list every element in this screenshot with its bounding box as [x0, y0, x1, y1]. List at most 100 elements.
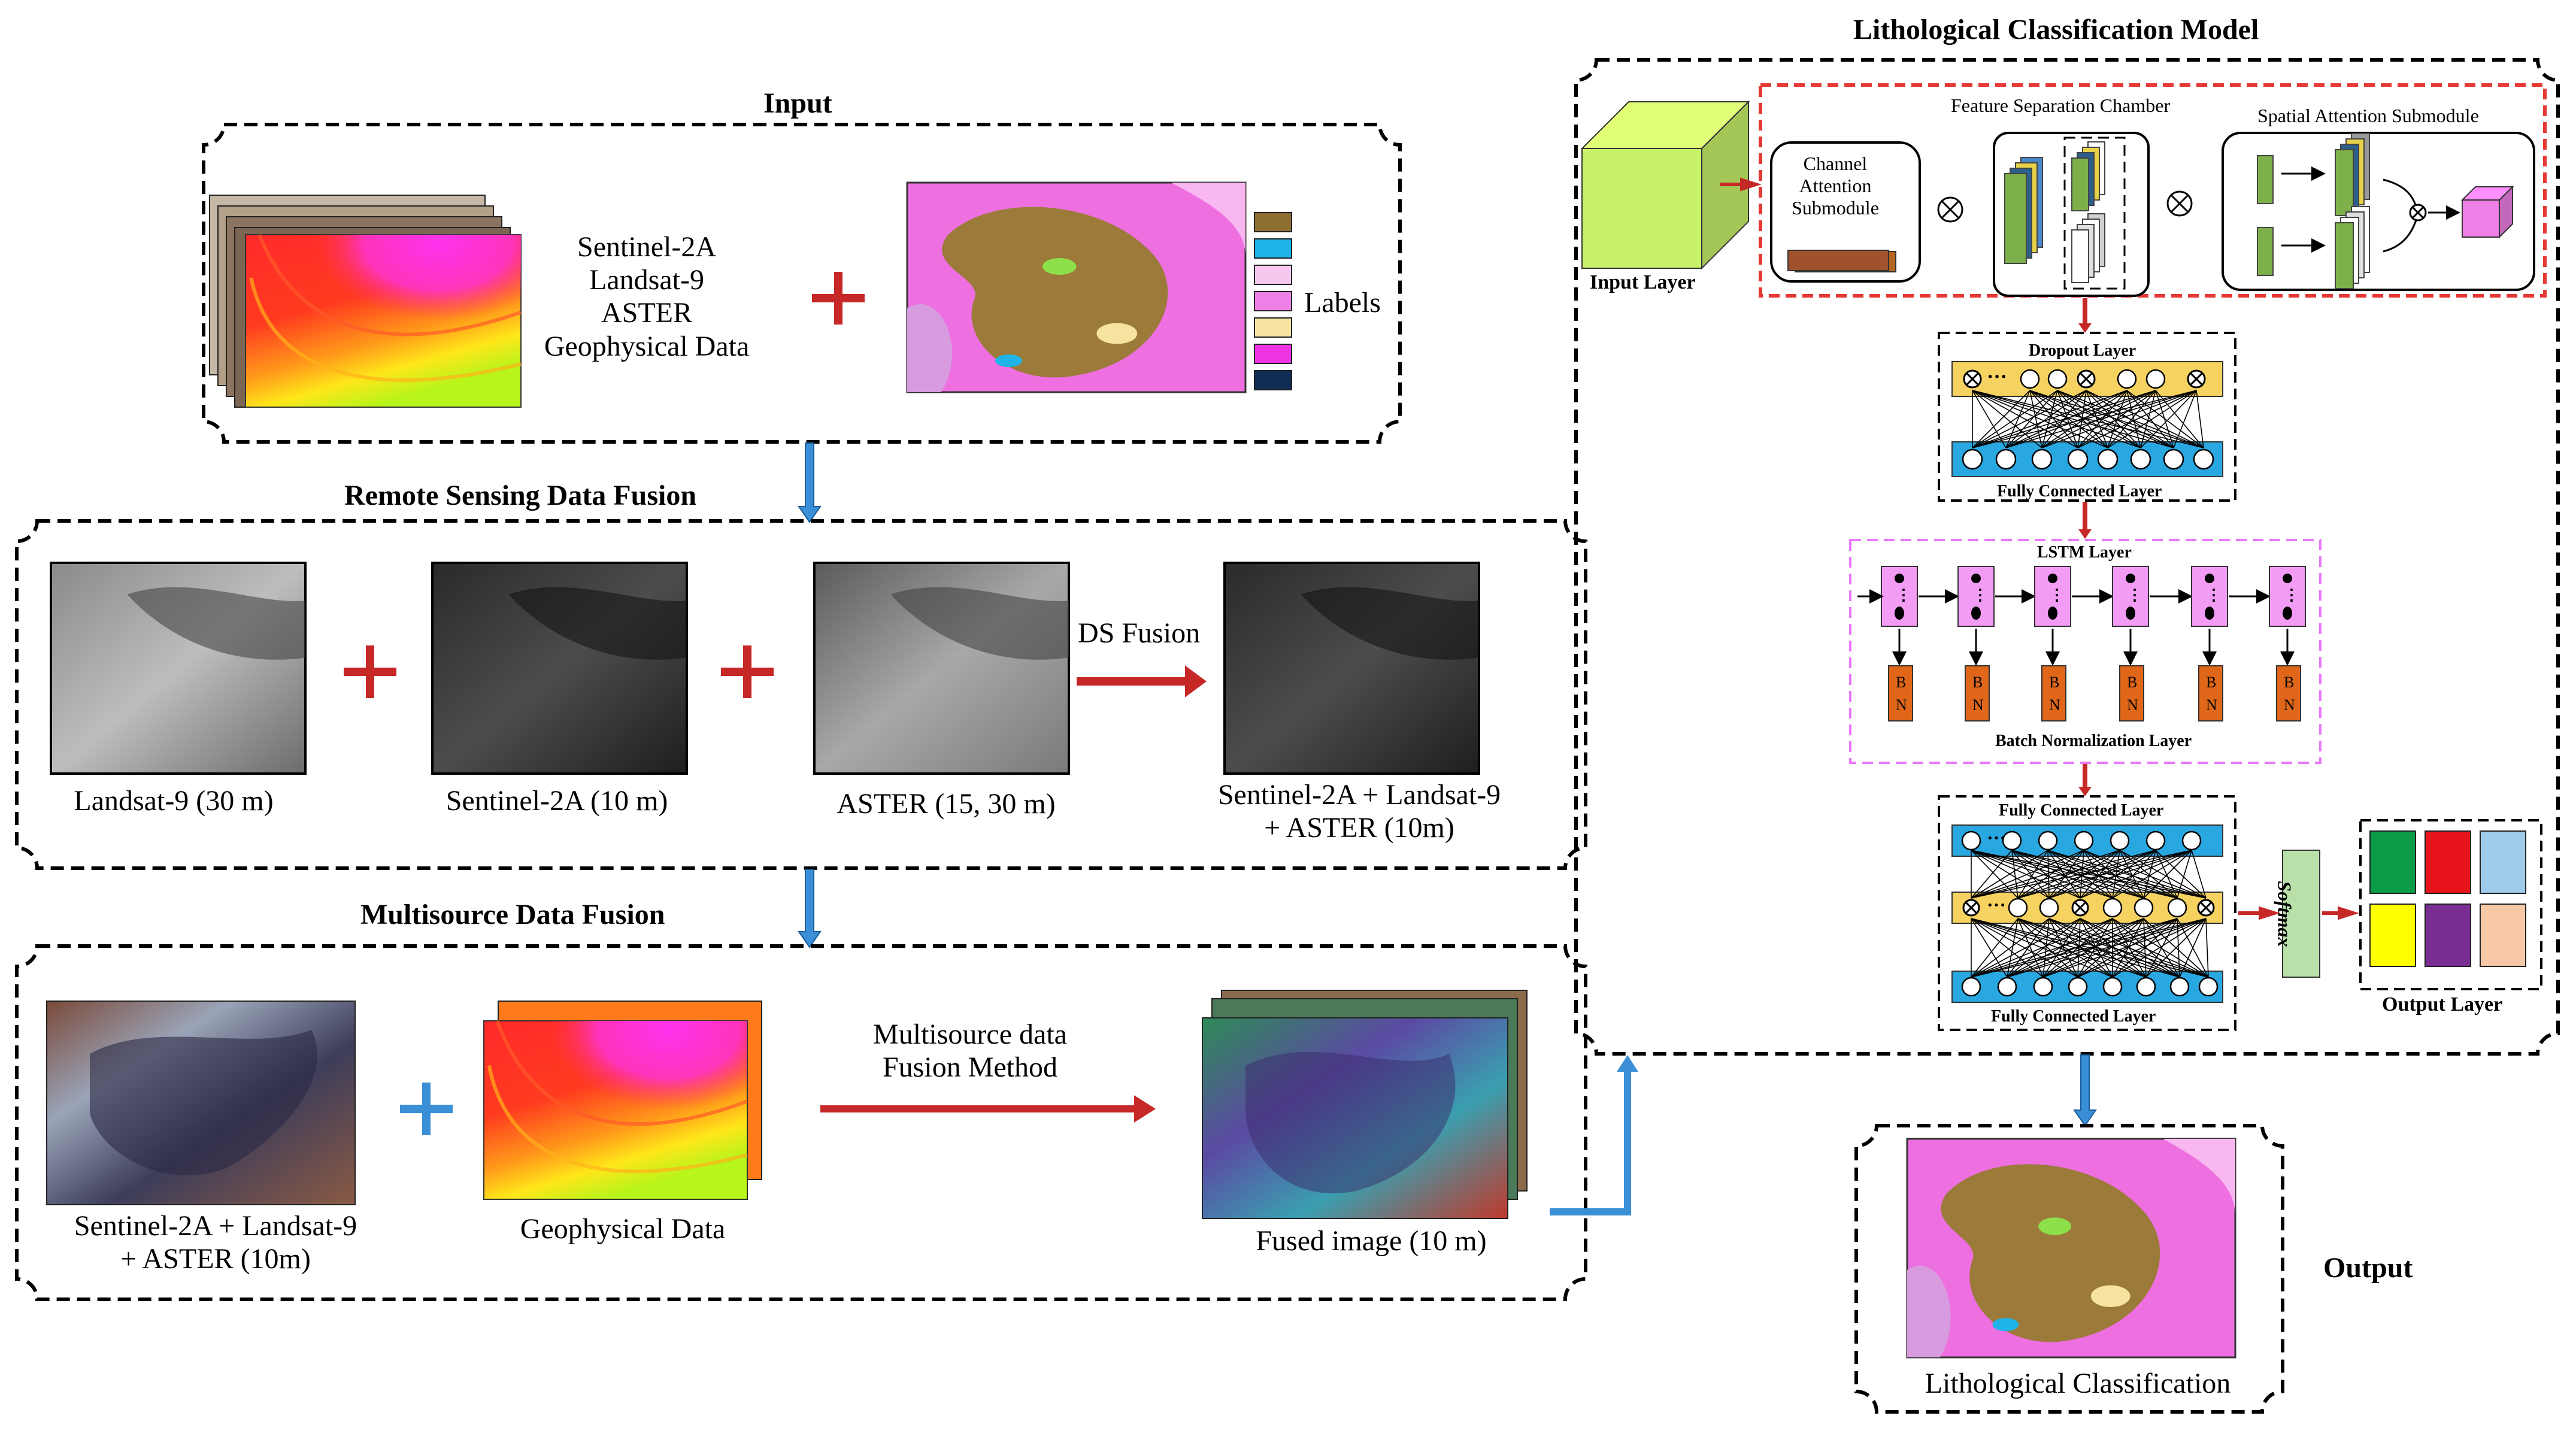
legend-swatch — [1254, 370, 1292, 390]
fusion-method-line: Multisource data — [873, 1018, 1067, 1050]
legend-swatch — [1254, 344, 1292, 364]
lstm-cell-dot — [2048, 574, 2057, 583]
channel-attention-label: Channel Attention Submodule — [1769, 153, 1901, 219]
otimes-cross — [2411, 206, 2425, 219]
lstm-cell-dot — [2126, 607, 2135, 620]
cube-front — [1581, 148, 1702, 269]
model-title: Lithological Classification Model — [1853, 14, 2259, 46]
fc-connection — [1971, 850, 2144, 899]
fc-connection — [1971, 918, 2019, 978]
input-heatmap — [245, 234, 522, 408]
dropout-node — [2102, 898, 2123, 918]
fc-node-bottom — [1997, 977, 2017, 997]
fusion-method-label: Multisource data Fusion Method — [826, 1018, 1114, 1084]
channel-attn-line: Attention — [1799, 174, 1872, 196]
arrow-softmax-to-output — [2322, 906, 2359, 920]
rs-image-caption-sentinel: Sentinel-2A (10 m) — [446, 785, 668, 817]
arrow-rs-to-ms — [798, 869, 822, 948]
map-region-cyan — [995, 354, 1023, 367]
arrow-input-to-rs — [798, 442, 822, 523]
feature-slice — [2335, 149, 2354, 216]
bn-letter: B — [1896, 674, 1906, 691]
fc-connection — [2048, 918, 2147, 978]
fc-node — [1962, 448, 1983, 470]
fc-connection — [2017, 918, 2147, 978]
ds-fusion-arrow — [1077, 665, 1207, 698]
rs-image-sentinel — [431, 562, 688, 775]
fc-node — [2163, 448, 2184, 470]
map-region-pink — [907, 304, 952, 392]
fc-node-bottom — [2033, 977, 2053, 997]
dropout-connection — [2086, 390, 2141, 448]
feature-slice — [2257, 227, 2274, 276]
connector-ms-to-model — [1550, 1067, 1631, 1215]
feature-stack-upper — [2071, 141, 2105, 211]
arrow-feature-to-dropout — [2078, 298, 2092, 333]
input-frame — [202, 123, 1402, 444]
image-texture — [890, 587, 1069, 660]
spatial-attention-box — [2222, 132, 2535, 291]
fc-connection — [2042, 918, 2050, 978]
input-plus — [812, 272, 865, 325]
dropout-connection — [2005, 390, 2087, 448]
spatial-input-lower — [2257, 227, 2274, 276]
fc-connection — [2143, 850, 2192, 899]
rs-plus-1 — [344, 645, 396, 698]
dropout-connection — [1972, 390, 2197, 448]
heatmap-contour — [487, 1065, 748, 1174]
fc-connection — [2017, 850, 2192, 899]
lstm-cell-dot — [1895, 607, 1904, 620]
input-source: Sentinel-2A — [577, 231, 716, 263]
fc-connection — [2048, 918, 2078, 978]
softmax-label: Softmax — [2274, 881, 2296, 947]
fc-connection — [2017, 850, 2120, 899]
fc-connection — [1971, 850, 2113, 899]
map-region-light — [2163, 1139, 2235, 1215]
connector-arrowhead — [1617, 1055, 1638, 1072]
fc-connection — [2179, 918, 2207, 978]
dropout-node-dropped — [2077, 369, 2096, 389]
otimes-cross — [1965, 901, 1978, 914]
dropout-connection — [2029, 390, 2042, 448]
ms-image-caption: Sentinel-2A + Landsat-9 + ASTER (10m) — [30, 1209, 401, 1275]
fc-node — [2130, 448, 2151, 470]
dropout-connection — [1972, 390, 2007, 448]
fc-connection — [2112, 918, 2209, 978]
feature-chamber-frame — [1759, 83, 2547, 298]
fc-node-bottom — [2102, 977, 2123, 997]
dropout-block-frame — [1938, 332, 2236, 502]
fc-ellipsis: ··· — [1987, 827, 2006, 848]
output-class-swatch — [2480, 830, 2526, 894]
dropout-connection — [2107, 390, 2197, 448]
ms-fusion-title: Multisource Data Fusion — [360, 899, 665, 930]
fc-connection — [2080, 918, 2147, 978]
otimes-cross — [2080, 372, 2093, 386]
feature-chamber-label: Feature Separation Chamber — [1951, 95, 2171, 116]
rs-image-aster — [813, 562, 1070, 775]
bn-cell — [2276, 665, 2301, 721]
dropout-connection — [2086, 390, 2108, 448]
dropout-connection — [2196, 390, 2204, 448]
fc-connection — [1971, 918, 2113, 978]
heatmap-hotspot — [246, 235, 521, 407]
otimes-cross — [1941, 200, 1960, 219]
fc-connection — [2145, 918, 2207, 978]
arrow-dropout-to-lstm — [2078, 502, 2092, 539]
image-texture — [508, 587, 687, 660]
channel-attention-bar-front — [1787, 250, 1889, 271]
ms-plus — [400, 1083, 453, 1135]
fc-node-top — [2145, 830, 2166, 851]
batch-norm-label: Batch Normalization Layer — [1995, 732, 2192, 750]
otimes-2 — [2166, 190, 2193, 217]
dropout-node — [2039, 898, 2059, 918]
fc-connection — [1971, 918, 2207, 978]
map-region-green — [1042, 258, 1077, 275]
dropout-node-dropped — [2197, 899, 2215, 917]
input-title: Input — [763, 87, 832, 119]
fc-connection — [2112, 918, 2147, 978]
bn-cell — [1965, 665, 1990, 721]
model-frame — [1574, 58, 2560, 1056]
dropout-node-dropped — [1963, 369, 1982, 389]
output-class-swatch — [2480, 904, 2526, 967]
